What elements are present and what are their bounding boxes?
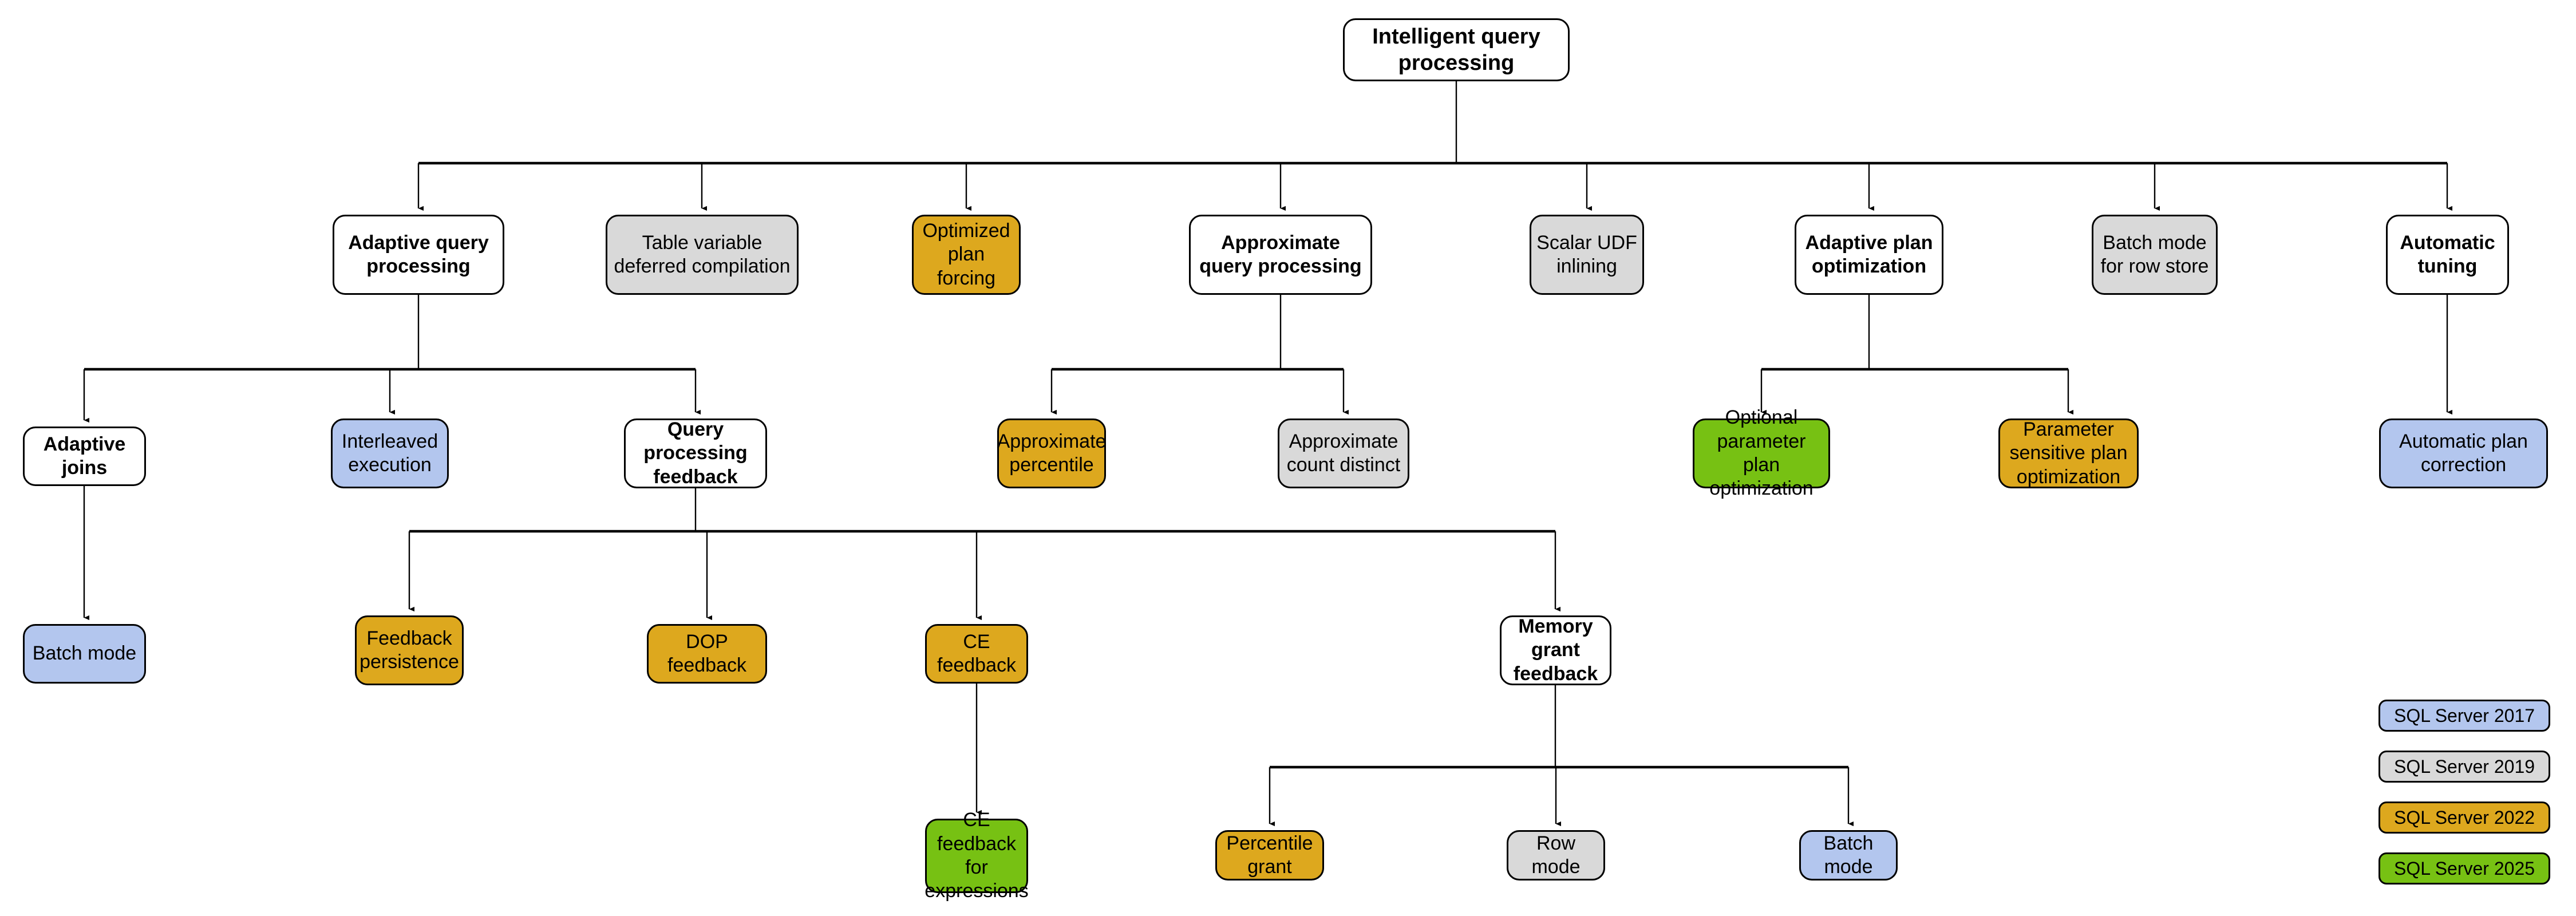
node-label: Intelligent query processing <box>1372 24 1540 75</box>
node-label: Approximate query processing <box>1199 231 1362 277</box>
node-interleaved[interactable]: Interleaved execution <box>331 418 449 488</box>
legend-label: SQL Server 2025 <box>2393 858 2535 879</box>
legend-label: SQL Server 2019 <box>2393 756 2535 777</box>
node-label: Adaptive plan optimization <box>1805 231 1933 277</box>
node-apc[interactable]: Automatic plan correction <box>2379 418 2548 488</box>
node-udf[interactable]: Scalar UDF inlining <box>1530 215 1644 295</box>
node-label: CE feedback for expressions <box>924 809 1029 902</box>
node-opf[interactable]: Optimized plan forcing <box>912 215 1021 295</box>
node-cefbexpr[interactable]: CE feedback for expressions <box>924 809 1028 902</box>
legend-item-sql-server-2017: SQL Server 2017 <box>2379 700 2550 732</box>
node-label: Interleaved execution <box>341 430 438 476</box>
node-label: Scalar UDF inlining <box>1536 231 1637 277</box>
node-rowmode[interactable]: Row mode <box>1507 830 1605 881</box>
node-dopfb[interactable]: DOP feedback <box>647 624 767 684</box>
node-label: Optimized plan forcing <box>922 219 1010 289</box>
node-label: Memory grant feedback <box>1513 615 1598 685</box>
node-label: Batch mode <box>32 642 137 665</box>
node-label: Automatic tuning <box>2400 231 2495 277</box>
node-label: Automatic plan correction <box>2399 430 2528 476</box>
node-approxcd[interactable]: Approximate count distinct <box>1278 418 1409 488</box>
node-label: Approximate percentile <box>997 430 1107 476</box>
node-tvdc[interactable]: Table variable deferred compilation <box>606 215 799 295</box>
node-approxqp[interactable]: Approximate query processing <box>1189 215 1372 295</box>
legend-item-sql-server-2019: SQL Server 2019 <box>2379 751 2550 783</box>
node-apo[interactable]: Adaptive plan optimization <box>1795 215 1943 295</box>
node-label: Feedback persistence <box>359 627 459 673</box>
node-label: Parameter sensitive plan optimization <box>2009 418 2128 488</box>
node-label: Query processing feedback <box>643 418 748 488</box>
node-label: Batch mode for row store <box>2100 231 2209 277</box>
node-mgf[interactable]: Memory grant feedback <box>1500 615 1611 685</box>
node-label: DOP feedback <box>667 630 746 676</box>
node-adaptivejoins[interactable]: Adaptive joins <box>23 427 146 486</box>
node-oppo[interactable]: Optional parameter plan optimization <box>1693 406 1830 499</box>
node-aqp[interactable]: Adaptive query processing <box>333 215 504 295</box>
legend-item-sql-server-2022: SQL Server 2022 <box>2379 802 2550 834</box>
node-pspo[interactable]: Parameter sensitive plan optimization <box>1998 418 2139 488</box>
node-batchmode1[interactable]: Batch mode <box>23 624 146 684</box>
node-pctgrant[interactable]: Percentile grant <box>1215 830 1324 881</box>
node-autotune[interactable]: Automatic tuning <box>2386 215 2509 295</box>
legend-label: SQL Server 2017 <box>2393 705 2535 726</box>
node-label: Optional parameter plan optimization <box>1709 406 1814 500</box>
node-approxpct[interactable]: Approximate percentile <box>997 418 1106 488</box>
node-bmrs[interactable]: Batch mode for row store <box>2092 215 2218 295</box>
node-root[interactable]: Intelligent query processing <box>1343 18 1570 81</box>
legend-label: SQL Server 2022 <box>2393 807 2535 828</box>
node-label: Row mode <box>1531 832 1581 878</box>
node-label: Approximate count distinct <box>1286 430 1401 476</box>
node-label: Adaptive query processing <box>348 231 489 277</box>
node-label: Batch mode <box>1823 832 1874 878</box>
node-label: Adaptive joins <box>43 433 126 479</box>
node-label: CE feedback <box>937 630 1016 676</box>
node-label: Percentile grant <box>1226 832 1313 878</box>
node-batchmode2[interactable]: Batch mode <box>1799 830 1898 881</box>
node-qpf[interactable]: Query processing feedback <box>624 418 767 488</box>
legend-item-sql-server-2025: SQL Server 2025 <box>2379 852 2550 885</box>
node-cefb[interactable]: CE feedback <box>925 624 1028 684</box>
node-fbpersist[interactable]: Feedback persistence <box>355 615 464 685</box>
node-label: Table variable deferred compilation <box>614 231 791 277</box>
